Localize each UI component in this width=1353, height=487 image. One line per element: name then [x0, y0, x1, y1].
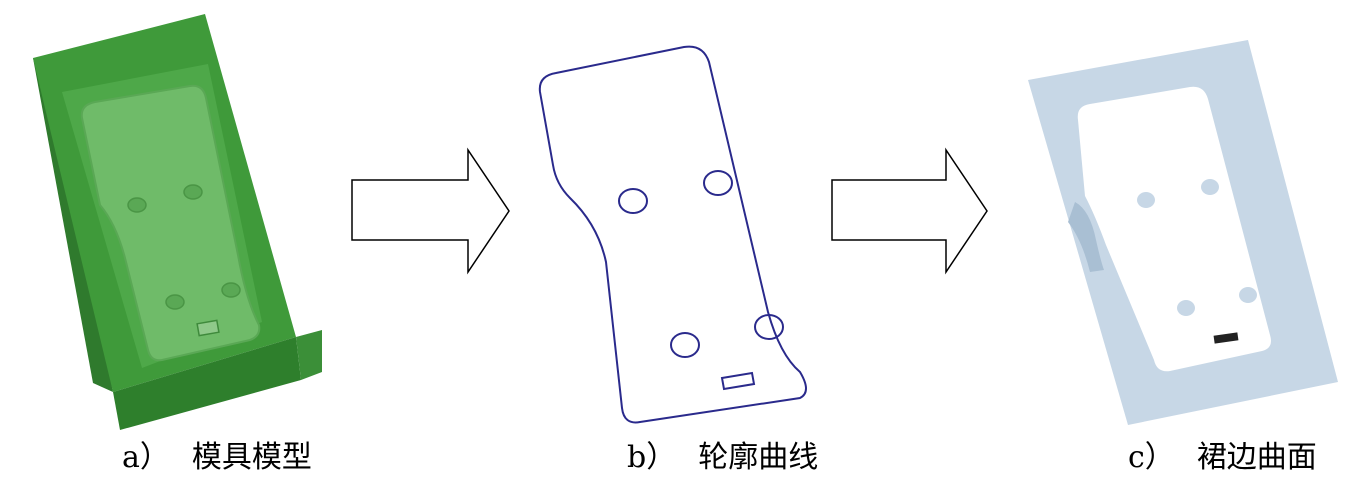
right-arrow-icon: [831, 147, 988, 275]
caption-label: 裙边曲面: [1196, 440, 1317, 475]
mold-core: [80, 84, 261, 362]
mold-slot: [196, 319, 220, 337]
skirt-opening: [1077, 86, 1271, 372]
skirt-hole: [1201, 179, 1219, 195]
skirt-step: [1068, 202, 1104, 272]
caption-tag: b）: [627, 440, 677, 475]
caption-b: b） 轮廓曲线: [627, 440, 818, 476]
mold-model-illustration: [33, 14, 322, 430]
contour-slot: [720, 371, 756, 391]
mold-front-face: [113, 337, 301, 430]
caption-label: 模具模型: [191, 440, 312, 475]
contour-hole: [670, 332, 700, 358]
contour-hole: [618, 188, 648, 214]
caption-a: a） 模具模型: [122, 440, 312, 476]
contour-curve-illustration: [538, 45, 807, 424]
caption-tag: c）: [1128, 440, 1175, 475]
mold-hole: [165, 294, 185, 310]
mold-hole: [221, 282, 241, 298]
skirt-slot: [1213, 332, 1239, 344]
mold-hole: [127, 197, 147, 213]
skirt-surface-illustration: [1028, 40, 1338, 425]
contour-outline: [538, 45, 807, 424]
contour-hole: [703, 170, 733, 196]
contour-hole: [754, 314, 784, 340]
skirt-hole: [1239, 287, 1257, 303]
caption-c: c） 裙边曲面: [1128, 440, 1317, 476]
skirt-hole: [1177, 300, 1195, 316]
caption-label: 轮廓曲线: [698, 440, 819, 475]
right-arrow-icon: [351, 147, 510, 275]
skirt-hole: [1137, 192, 1155, 208]
mold-hole: [183, 184, 203, 200]
mold-right-face: [296, 330, 322, 380]
caption-tag: a）: [122, 440, 170, 475]
